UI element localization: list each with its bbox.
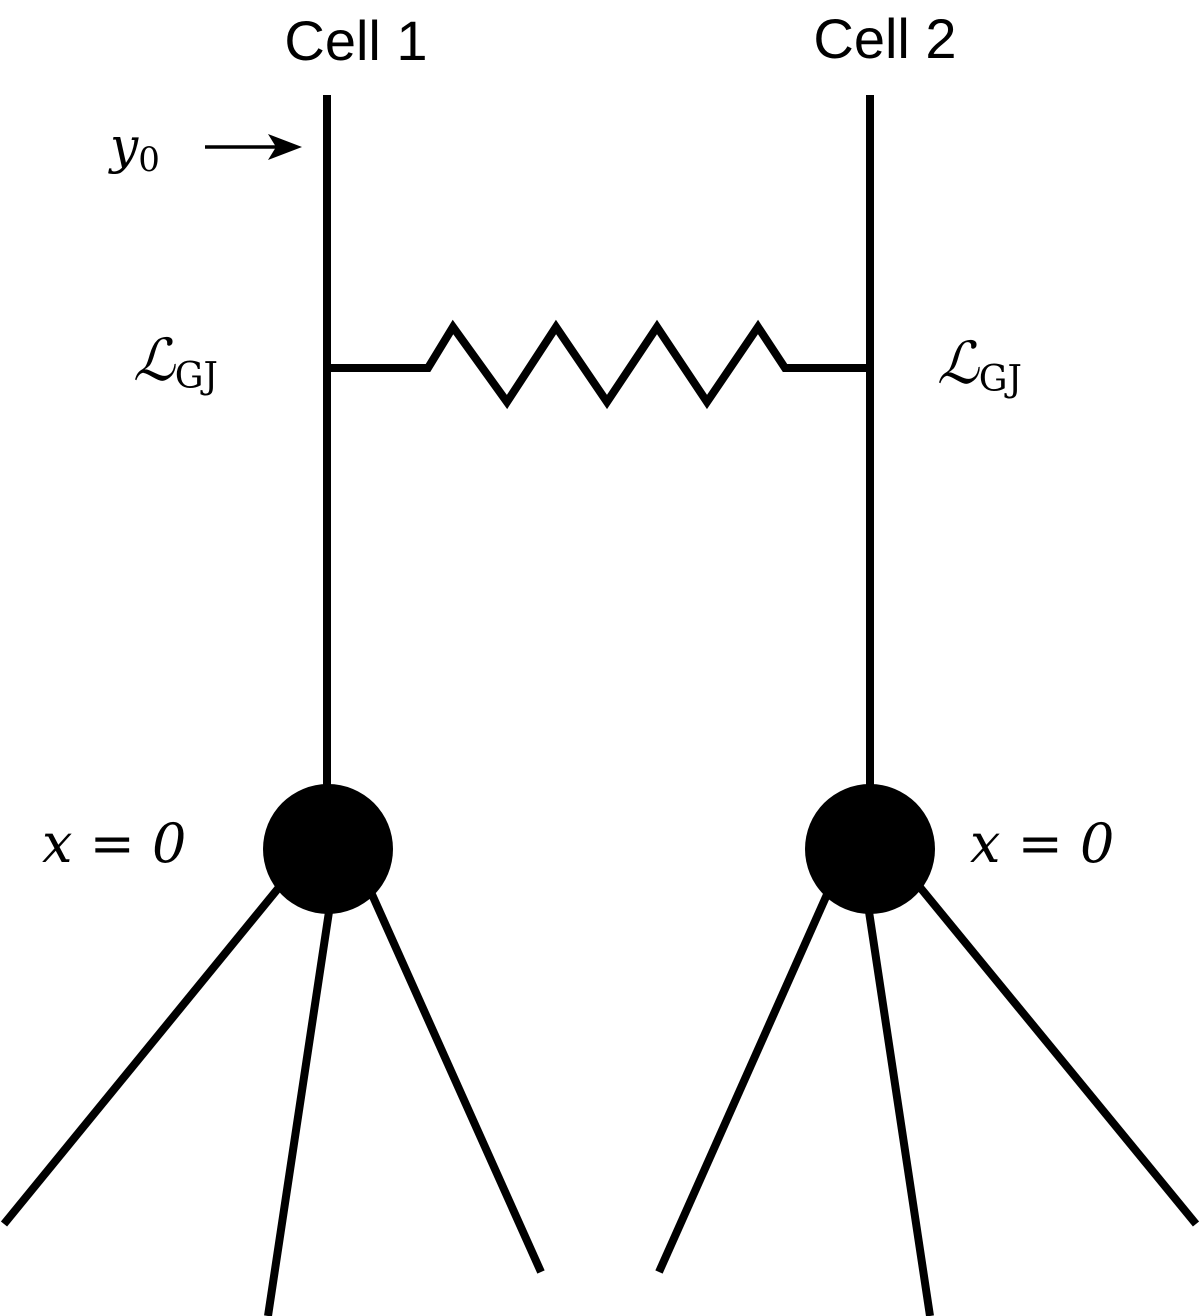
cell-1-gj-symbol: ℒ <box>133 326 176 394</box>
cell-2-gap-junction-label: ℒGJ <box>937 329 1022 400</box>
cell-2-branch-right <box>910 877 1200 1227</box>
cell-1-gap-junction-label: ℒGJ <box>133 326 218 397</box>
cell-1-title: Cell 1 <box>284 9 427 72</box>
cell-2-branch-middle <box>864 904 934 1316</box>
arrow-right-icon <box>205 134 302 160</box>
input-location-marker: y0 <box>108 117 302 180</box>
cell-1-soma-label: x = 0 <box>42 812 186 875</box>
cell-2-soma <box>805 784 935 914</box>
cell-2-title: Cell 2 <box>813 7 956 70</box>
cell-2-soma-label: x = 0 <box>970 812 1114 875</box>
cell-2-gj-symbol: ℒ <box>937 329 980 397</box>
cell-2-branch-left <box>655 888 833 1274</box>
cell-1-branch-left <box>0 877 289 1227</box>
input-label: y0 <box>108 117 160 180</box>
cell-2-gj-subscript: GJ <box>979 359 1022 400</box>
input-label-symbol: y <box>108 117 139 175</box>
input-label-subscript: 0 <box>138 140 160 180</box>
cell-1-gj-subscript: GJ <box>175 356 218 397</box>
cell-1-branch-right <box>366 888 545 1274</box>
gap-junction-resistor <box>331 319 866 410</box>
cell-1-soma <box>263 784 393 914</box>
cell-1-branch-middle <box>264 904 334 1316</box>
